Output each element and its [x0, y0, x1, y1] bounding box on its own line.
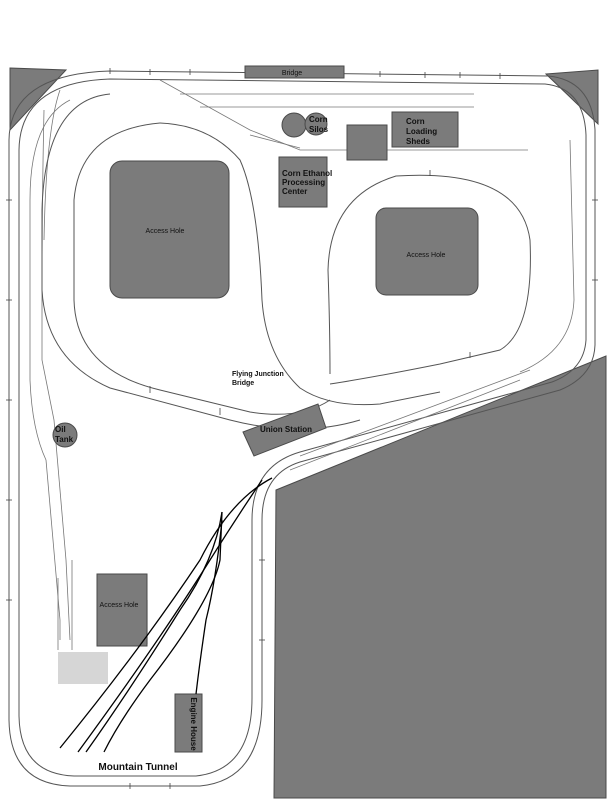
- rail-joints: [6, 68, 598, 789]
- corner-fill-top-right: [544, 69, 599, 126]
- corner-fill-top-left: [9, 67, 68, 132]
- corn-ethanol-label-1: Corn Ethanol: [282, 169, 332, 178]
- access-hole-lower-label: Access Hole: [100, 602, 139, 609]
- corn-ethanol-label-3: Center: [282, 187, 307, 196]
- siding-mid: [249, 134, 301, 149]
- left-access-loop: [73, 122, 331, 415]
- inner-loop: [29, 99, 71, 640]
- corn-loading-sheds: [391, 111, 459, 148]
- flying-junction-label-1: Flying Junction: [232, 371, 284, 378]
- corn-ethanol-label-2: Processing: [282, 178, 325, 187]
- engine-house-label: Engine House: [189, 697, 198, 751]
- corn-ethanol-center: [278, 156, 328, 208]
- spur-left-upper: [43, 89, 61, 241]
- oil-tank: [52, 422, 78, 448]
- mountain-tunnel-label: Mountain Tunnel: [98, 762, 177, 773]
- right-inner-track: [519, 139, 575, 373]
- figure-eight-right: [327, 174, 531, 385]
- corn-silos-label-1: Corn: [309, 115, 328, 124]
- oil-tank-label-2: Tank: [55, 435, 74, 444]
- corn-silos-label-2: Silos: [309, 125, 329, 134]
- access-hole-lower: [96, 573, 148, 647]
- second-loop: [18, 78, 587, 777]
- access-hole-right-label: Access Hole: [407, 252, 446, 259]
- access-hole-right: [375, 207, 479, 296]
- inner-loop-branch: [41, 109, 71, 641]
- access-hole-left-label: Access Hole: [146, 228, 185, 235]
- corn-loading-label-3: Sheds: [406, 137, 431, 146]
- siding-diagonal: [159, 79, 528, 151]
- corn-silo-2: [304, 112, 328, 136]
- union-station: [242, 403, 327, 457]
- corn-silo-1: [281, 112, 307, 138]
- flying-junction-label-2: Bridge: [232, 380, 254, 387]
- diagonal-track-1: [299, 369, 531, 457]
- corn-loading-label-1: Corn: [406, 117, 425, 126]
- oil-tank-label-1: Oil: [55, 425, 66, 434]
- bridge-label: Bridge: [282, 70, 302, 77]
- mountain-tunnel-tracks: [59, 477, 273, 753]
- corn-loading-annex: [346, 124, 388, 161]
- bridge-block: [244, 65, 345, 79]
- corn-loading-label-2: Loading: [406, 127, 437, 136]
- lower-right-fill: [273, 355, 607, 799]
- figure-eight-left: [159, 122, 441, 406]
- engine-house: [174, 693, 203, 753]
- diagonal-track-2: [289, 379, 521, 471]
- union-station-label: Union Station: [260, 425, 312, 434]
- outer-main-loop: [8, 70, 596, 787]
- access-hole-left: [109, 160, 230, 299]
